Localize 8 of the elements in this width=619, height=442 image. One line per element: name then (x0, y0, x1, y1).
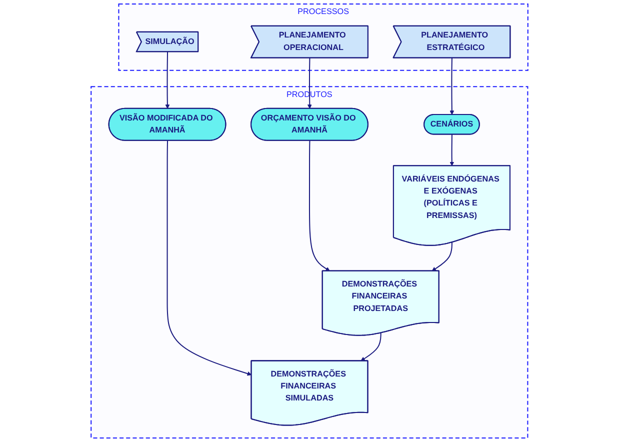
arrow (308, 140, 330, 272)
arrow (166, 140, 252, 376)
arrow (165, 52, 170, 109)
arrow (307, 58, 312, 109)
arrow (450, 134, 454, 166)
arrow (450, 58, 454, 115)
arrow (360, 332, 382, 362)
arrow (432, 242, 452, 272)
